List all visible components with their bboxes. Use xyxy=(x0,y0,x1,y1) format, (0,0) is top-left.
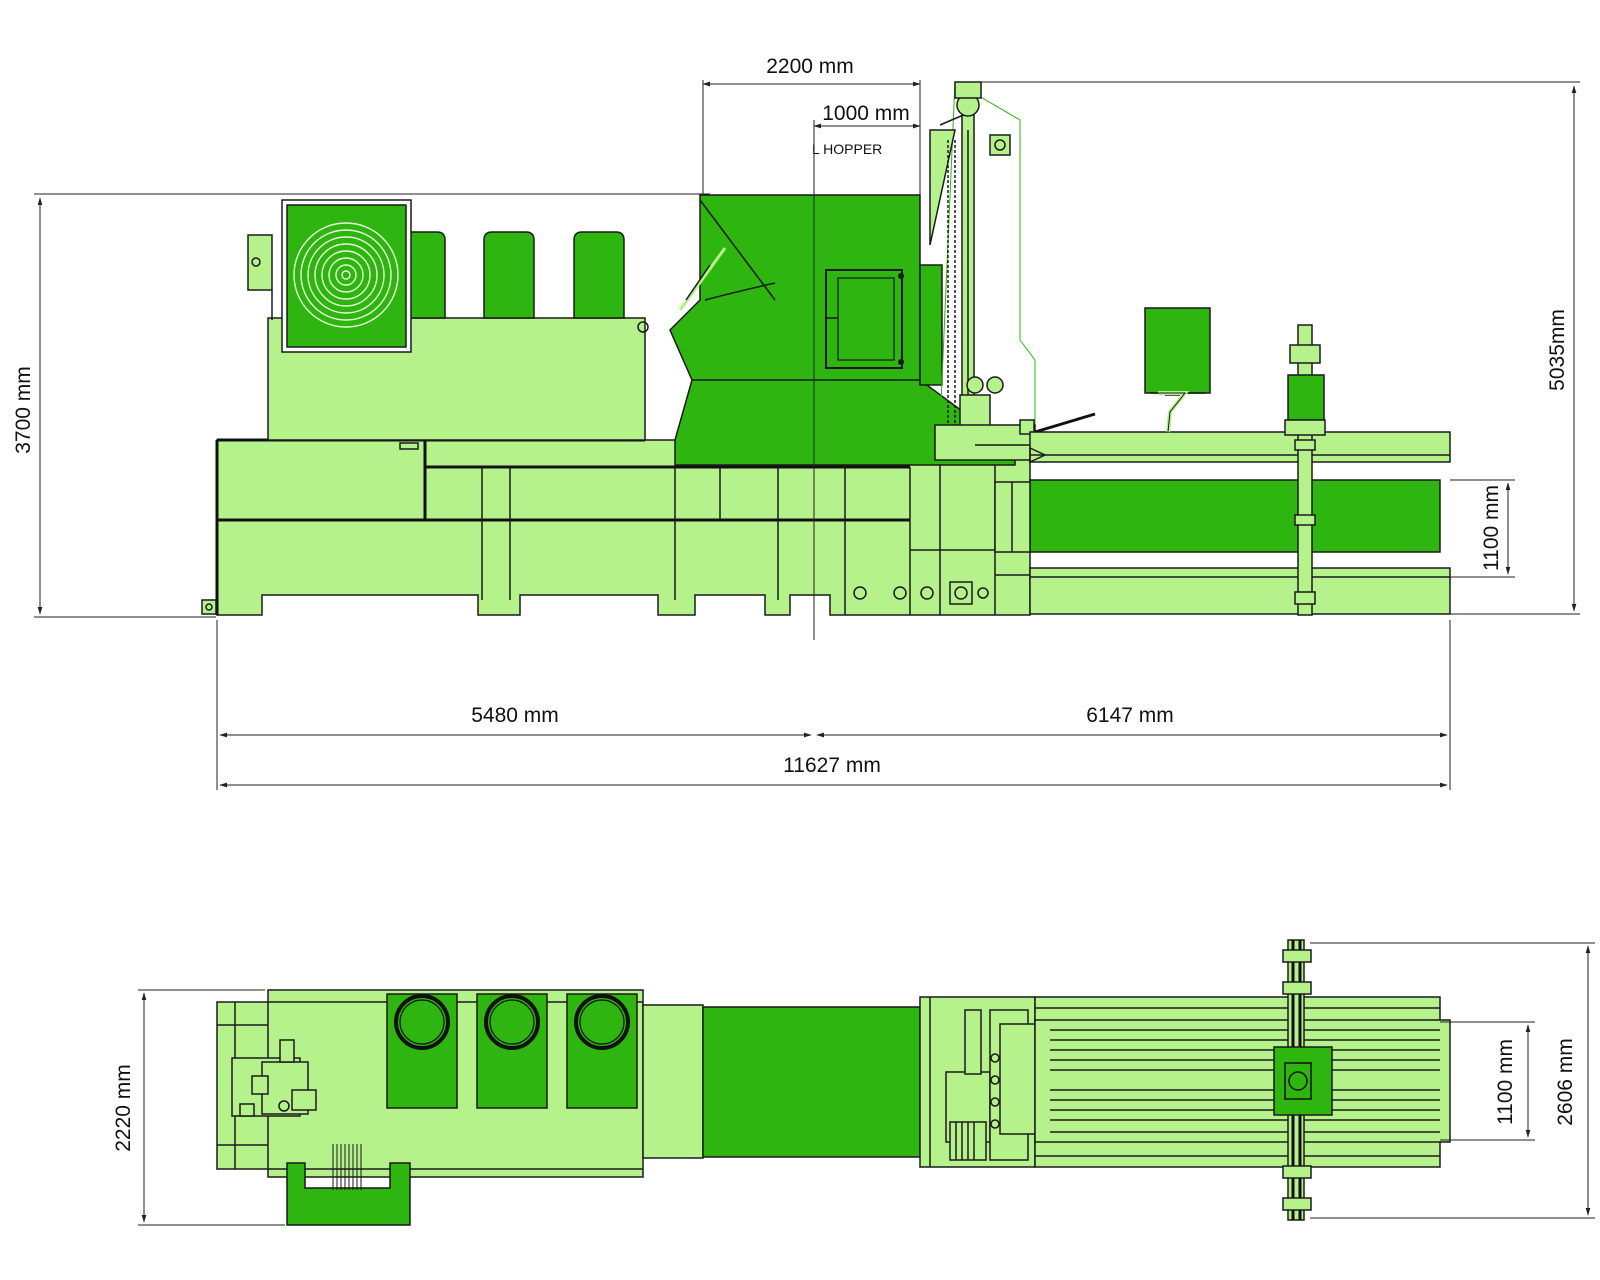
side-view: 2200 mm 1000 mm L HOPPER 3700 mm 5035mm … xyxy=(12,55,1580,790)
dim-height-total-label: 5035mm xyxy=(1546,309,1569,391)
dimension-channel-top: 1100 mm xyxy=(1440,1021,1535,1141)
discharge-upper-rail xyxy=(1029,431,1451,464)
discharge-press-channel xyxy=(994,479,1441,553)
dim-channel-side-label: 1100 mm xyxy=(1480,485,1503,571)
dim-width-body-label: 2220 mm xyxy=(112,1064,135,1152)
dimension-height-body: 3700 mm xyxy=(12,193,710,618)
strapping-post xyxy=(1284,324,1326,616)
top-strapping-post xyxy=(1273,939,1333,1221)
top-view: 2220 mm 1100 mm 2606 mm xyxy=(112,939,1595,1226)
dim-height-body-label: 3700 mm xyxy=(12,366,35,454)
top-valve-manifold xyxy=(231,1039,317,1117)
lift-mast xyxy=(929,81,1036,445)
dimension-hopper-width: 2200 mm xyxy=(702,55,921,195)
discharge-lower-rail xyxy=(995,567,1451,615)
dim-total-length-label: 11627 mm xyxy=(783,754,881,777)
top-hopper xyxy=(702,1006,921,1158)
base-frame xyxy=(201,438,1031,616)
dimension-height-total: 5035mm xyxy=(975,81,1580,615)
dimension-lengths: 5480 mm 6147 mm 11627 mm xyxy=(216,620,1451,790)
dim-width-total-label: 2606 mm xyxy=(1554,1038,1577,1126)
dimension-width-total: 2606 mm xyxy=(1310,942,1595,1219)
electrical-cabinet xyxy=(1144,307,1211,433)
top-fan-unit xyxy=(286,1144,411,1226)
hopper xyxy=(669,194,1016,466)
hopper-door xyxy=(825,269,904,369)
dimension-channel-side: 1100 mm xyxy=(1450,479,1515,578)
top-motor-2 xyxy=(476,993,548,1109)
top-discharge-channel xyxy=(1034,996,1451,1168)
top-motor-3 xyxy=(566,993,638,1109)
control-valve-block xyxy=(934,412,1096,461)
top-motor-1 xyxy=(386,993,458,1109)
motor-2 xyxy=(483,231,535,319)
dim-channel-top-label: 1100 mm xyxy=(1494,1039,1517,1125)
motor-3 xyxy=(573,231,625,319)
dim-hopper-offset-label: 1000 mm xyxy=(822,102,910,125)
dim-left-length-label: 5480 mm xyxy=(471,704,559,727)
top-transition xyxy=(642,1004,704,1159)
cooling-fan xyxy=(281,199,412,353)
dim-right-length-label: 6147 mm xyxy=(1086,704,1174,727)
dim-hopper-width-label: 2200 mm xyxy=(766,55,854,78)
hopper-centerline-label: L HOPPER xyxy=(812,141,882,157)
dimension-hopper-offset: 1000 mm xyxy=(813,102,921,129)
dimension-width-body: 2220 mm xyxy=(112,989,285,1226)
